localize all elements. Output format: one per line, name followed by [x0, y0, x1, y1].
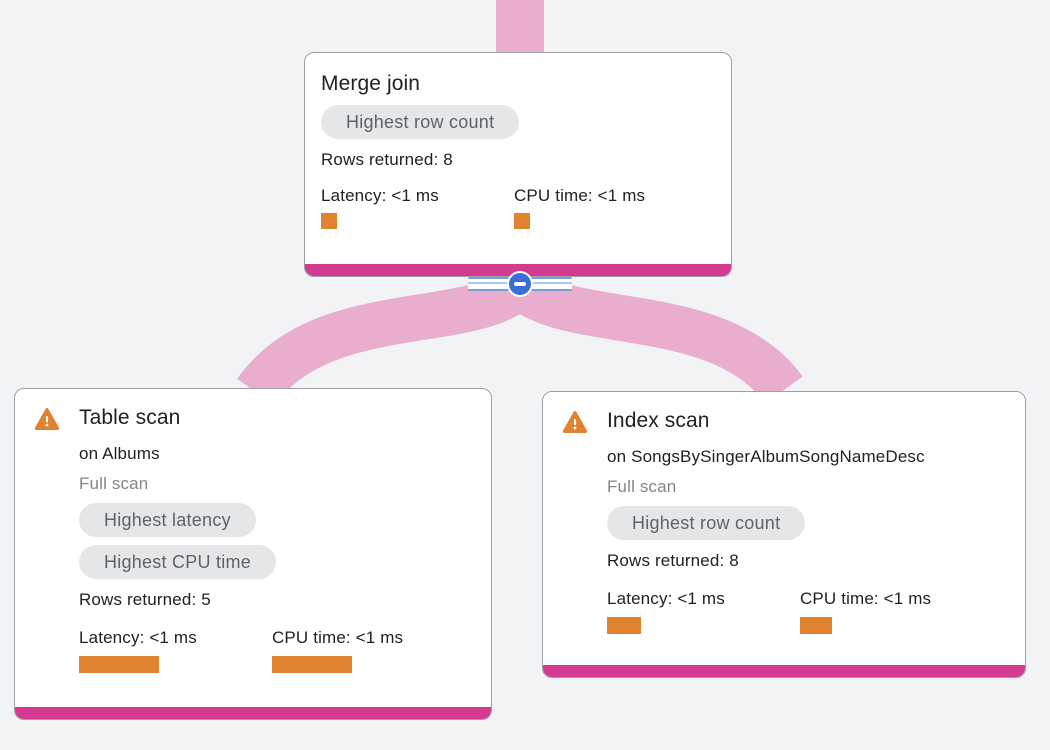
latency-label: Latency: <1 ms: [321, 186, 439, 205]
cpu-bar: [272, 656, 352, 673]
rows-returned-label: Rows returned: 5: [79, 590, 211, 609]
scan-type-label: Full scan: [79, 474, 149, 493]
highlight-chip: Highest latency: [79, 503, 256, 537]
rows-returned-label: Rows returned: 8: [607, 551, 739, 570]
latency-metric: Latency: <1 ms: [321, 185, 514, 229]
collapse-button[interactable]: [507, 271, 533, 297]
collapse-control[interactable]: [468, 271, 572, 297]
metrics-row: Latency: <1 ms CPU time: <1 ms: [321, 185, 715, 229]
cpu-bar: [514, 213, 530, 229]
scan-type-label: Full scan: [607, 477, 677, 496]
highlight-chip: Highest row count: [321, 105, 520, 139]
latency-metric: Latency: <1 ms: [607, 588, 800, 634]
highlight-chip: Highest row count: [607, 506, 806, 540]
metrics-row: Latency: <1 ms CPU time: <1 ms: [607, 588, 1009, 634]
latency-metric: Latency: <1 ms: [79, 627, 272, 673]
node-title: Table scan: [79, 406, 181, 429]
plan-node-index-scan[interactable]: Index scan on SongsBySingerAlbumSongName…: [542, 391, 1026, 678]
highlight-chip: Highest CPU time: [79, 545, 277, 579]
plan-node-merge-join[interactable]: Merge join Highest row count Rows return…: [304, 52, 732, 277]
latency-label: Latency: <1 ms: [607, 589, 725, 608]
node-accent-bar: [15, 707, 491, 719]
node-accent-bar: [305, 264, 731, 276]
cpu-label: CPU time: <1 ms: [800, 589, 932, 608]
minus-icon: [514, 282, 526, 286]
cpu-metric: CPU time: <1 ms: [272, 627, 465, 673]
metrics-row: Latency: <1 ms CPU time: <1 ms: [79, 627, 475, 673]
cpu-bar: [800, 617, 832, 634]
warning-icon: [563, 411, 587, 433]
node-title: Merge join: [321, 72, 421, 95]
flow-edge-left-child: [237, 267, 536, 407]
node-accent-bar: [543, 665, 1025, 677]
flow-edge-right-child: [504, 267, 803, 405]
warning-icon: [35, 408, 59, 430]
node-target: on SongsBySingerAlbumSongNameDesc: [607, 447, 925, 466]
latency-bar: [321, 213, 337, 229]
cpu-label: CPU time: <1 ms: [272, 628, 404, 647]
cpu-metric: CPU time: <1 ms: [514, 185, 707, 229]
latency-bar: [607, 617, 641, 634]
node-title: Index scan: [607, 409, 710, 432]
plan-node-table-scan[interactable]: Table scan on Albums Full scan Highest l…: [14, 388, 492, 720]
node-target: on Albums: [79, 444, 160, 463]
latency-bar: [79, 656, 159, 673]
rows-returned-label: Rows returned: 8: [321, 150, 453, 169]
latency-label: Latency: <1 ms: [79, 628, 197, 647]
cpu-label: CPU time: <1 ms: [514, 186, 646, 205]
cpu-metric: CPU time: <1 ms: [800, 588, 993, 634]
